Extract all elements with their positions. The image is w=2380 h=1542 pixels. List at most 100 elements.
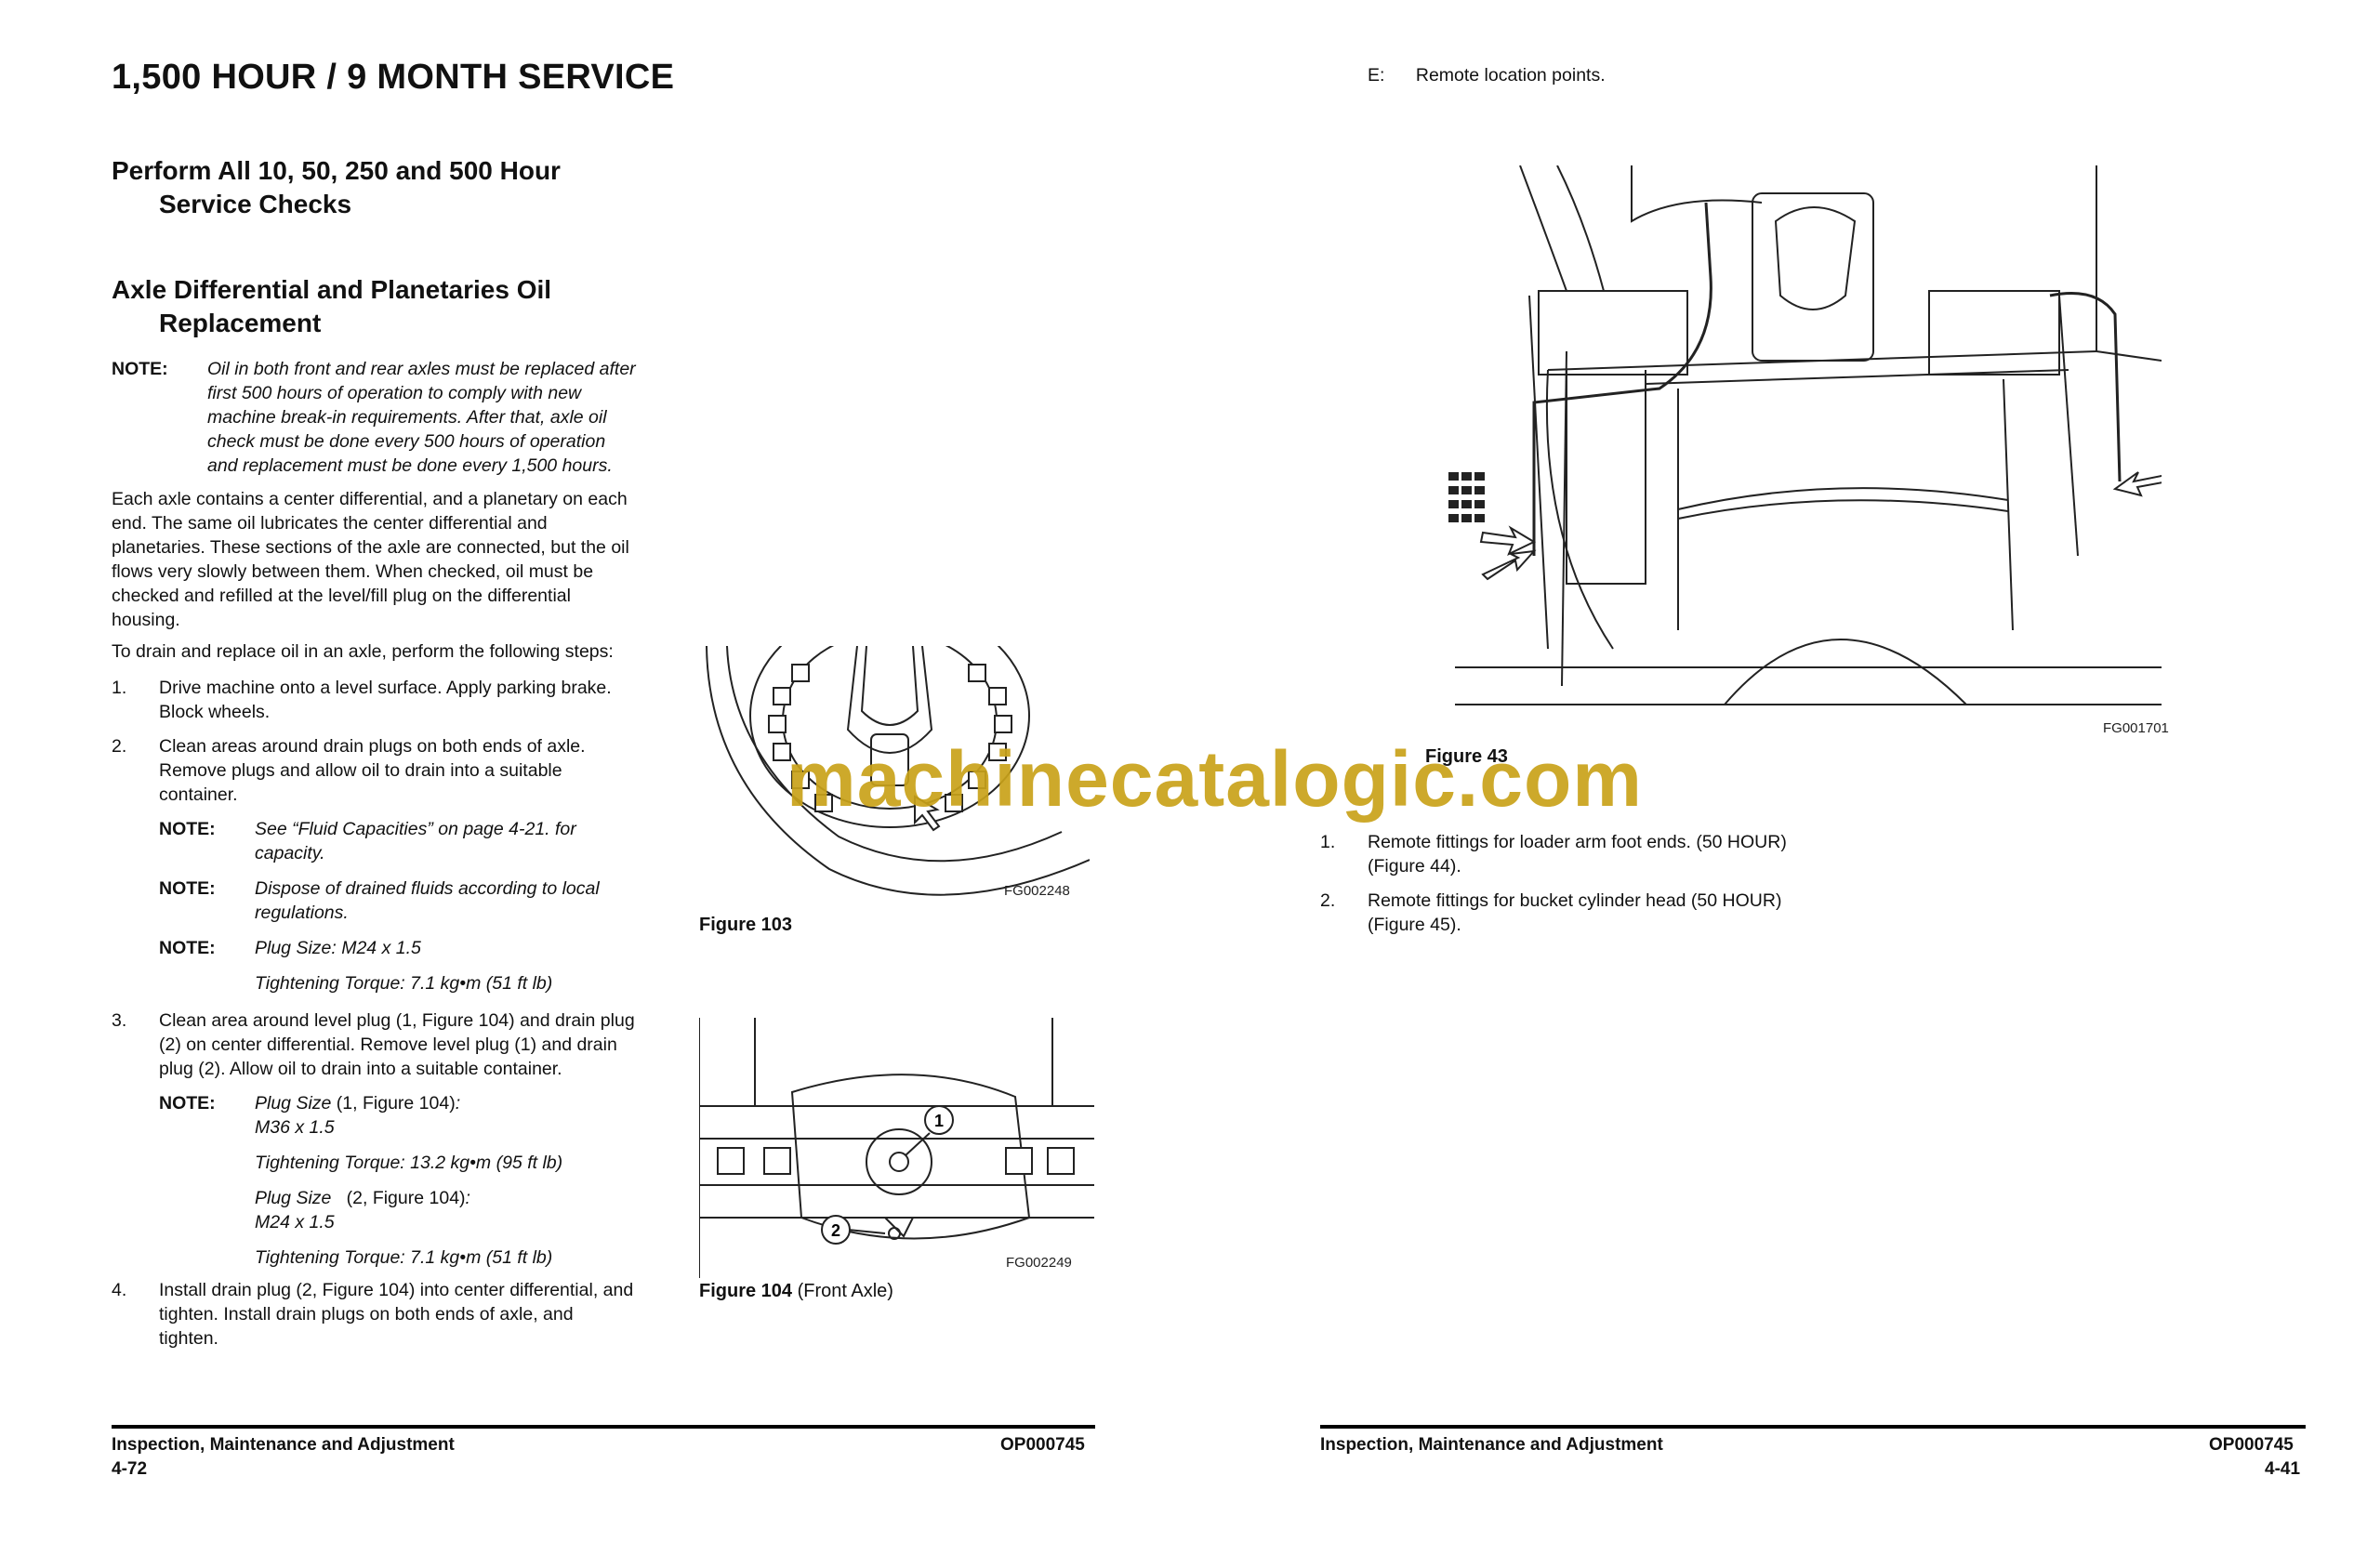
figure-caption: Figure 104 (Front Axle) <box>699 1281 893 1302</box>
footer-doc-code: OP000745 <box>1000 1435 1085 1455</box>
note-line: machine break-in requirements. After tha… <box>207 407 607 428</box>
plug-size-value: M36 x 1.5 <box>255 1117 335 1138</box>
footer-section-title: Inspection, Maintenance and Adjustment <box>112 1435 455 1455</box>
section-heading-service-checks: Perform All 10, 50, 250 and 500 Hour Ser… <box>112 154 561 221</box>
figure-caption-label: Figure 103 <box>699 915 793 935</box>
note-block: NOTE: Dispose of drained fluids accordin… <box>159 876 673 925</box>
figure-104-illustration: 1 2 <box>699 1018 1094 1278</box>
paragraph-line: housing. <box>112 610 180 630</box>
list-item-step-3: 3. Clean area around level plug (1, Figu… <box>112 1008 673 1081</box>
step-number: 2. <box>112 736 127 757</box>
paragraph-line: checked and refilled at the level/fill p… <box>112 586 571 606</box>
note-label: NOTE: <box>112 359 168 379</box>
figure-caption: Figure 43 <box>1425 746 1508 768</box>
step-line: tighten. <box>159 1328 218 1349</box>
figure-caption-label: Figure 104 <box>699 1281 793 1301</box>
note-line: Oil in both front and rear axles must be… <box>207 359 636 379</box>
item-text: Remote location points. <box>1415 65 1606 86</box>
section-heading-axle-oil: Axle Differential and Planetaries Oil Re… <box>112 273 551 340</box>
figure-code: FG002248 <box>1004 883 1070 899</box>
callout-1: 1 <box>934 1112 944 1130</box>
note-line: and replacement must be done every 1,500… <box>207 455 613 476</box>
list-line: (Figure 45). <box>1368 915 1461 935</box>
colon: : <box>465 1188 470 1208</box>
paragraph-axle-description: Each axle contains a center differential… <box>112 487 673 632</box>
watermark: machinecatalogic.com <box>787 735 1643 823</box>
note-block: NOTE: Plug Size: M24 x 1.5 <box>159 936 673 960</box>
figure-code: FG001701 <box>2103 720 2169 736</box>
step-line: Block wheels. <box>159 702 271 722</box>
plug-size-label: Plug Size <box>255 1093 332 1114</box>
step-number: 3. <box>112 1010 127 1031</box>
plug-size-label: Plug Size <box>255 1188 332 1208</box>
section-heading-line: Replacement <box>159 309 322 337</box>
step-line: Clean areas around drain plugs on both e… <box>159 736 586 757</box>
note-line: Plug Size: M24 x 1.5 <box>255 938 421 958</box>
step-line: (2) on center differential. Remove level… <box>159 1035 617 1055</box>
note-line: capacity. <box>255 843 325 863</box>
section-heading-line: Service Checks <box>159 190 352 218</box>
figure-caption: Figure 103 <box>699 915 792 936</box>
plug-ref: (1, Figure 104) <box>331 1093 456 1114</box>
callout-2: 2 <box>831 1221 840 1240</box>
figure-caption-text: (Front Axle) <box>792 1281 893 1301</box>
torque-spec: Tightening Torque: 7.1 kg•m (51 ft lb) <box>255 1247 553 1268</box>
paragraph-line: end. The same oil lubricates the center … <box>112 513 548 534</box>
footer-rule <box>112 1425 1095 1429</box>
step-line: Clean area around level plug (1, Figure … <box>159 1010 635 1031</box>
note-text: Oil in both front and rear axles must be… <box>207 357 673 478</box>
torque-spec: Tightening Torque: 7.1 kg•m (51 ft lb) <box>255 973 553 994</box>
colon: : <box>455 1093 461 1114</box>
note-block: NOTE: See “Fluid Capacities” on page 4-2… <box>159 817 673 865</box>
list-line: (Figure 44). <box>1368 856 1461 876</box>
page-number: 4-41 <box>2265 1459 2301 1479</box>
plug-ref: (2, Figure 104) <box>331 1188 466 1208</box>
list-item-remote-fittings-2: 2. Remote fittings for bucket cylinder h… <box>1320 889 1850 937</box>
footer-rule <box>1320 1425 2306 1429</box>
note-line: check must be done every 500 hours of op… <box>207 431 606 452</box>
step-number: 1. <box>1320 832 1336 852</box>
note-label: NOTE: <box>159 819 216 839</box>
note-label: NOTE: <box>159 878 216 899</box>
step-line: Drive machine onto a level surface. Appl… <box>159 678 612 698</box>
step-line: tighten. Install drain plugs on both end… <box>159 1304 574 1325</box>
figure-caption-label: Figure 43 <box>1425 746 1508 767</box>
step-line: container. <box>159 784 238 805</box>
paragraph-line: flows very slowly between them. When che… <box>112 561 594 582</box>
footer-doc-code: OP000745 <box>2209 1435 2294 1455</box>
list-item-e: E: Remote location points. <box>1368 63 1606 87</box>
paragraph-line: Each axle contains a center differential… <box>112 489 628 509</box>
list-line: Remote fittings for bucket cylinder head… <box>1368 890 1782 911</box>
figure-43-illustration <box>1448 165 2162 705</box>
figure-code: FG002249 <box>1006 1255 1072 1271</box>
step-number: 2. <box>1320 890 1336 911</box>
note-label: NOTE: <box>159 1093 216 1114</box>
list-item-remote-fittings-1: 1. Remote fittings for loader arm foot e… <box>1320 830 1850 878</box>
step-line: Install drain plug (2, Figure 104) into … <box>159 1280 634 1300</box>
list-item-step-1: 1. Drive machine onto a level surface. A… <box>112 676 673 724</box>
note-line: Plug Size (2, Figure 104): <box>255 1186 673 1210</box>
page-title: 1,500 HOUR / 9 MONTH SERVICE <box>112 58 675 97</box>
note-block: NOTE: Plug Size (1, Figure 104): M36 x 1… <box>159 1091 673 1270</box>
note-block: NOTE: Oil in both front and rear axles m… <box>112 357 673 478</box>
list-item-step-4: 4. Install drain plug (2, Figure 104) in… <box>112 1278 673 1351</box>
step-line: plug (2). Allow oil to drain into a suit… <box>159 1059 562 1079</box>
list-line: Remote fittings for loader arm foot ends… <box>1368 832 1787 852</box>
plug-size-value: M24 x 1.5 <box>255 1212 335 1232</box>
section-heading-line: Axle Differential and Planetaries Oil <box>112 275 552 304</box>
note-line: Dispose of drained fluids according to l… <box>255 878 600 899</box>
note-line: See “Fluid Capacities” on page 4-21. for <box>255 819 576 839</box>
note-line: regulations. <box>255 903 349 923</box>
note-label: NOTE: <box>159 938 216 958</box>
step-number: 1. <box>112 678 127 698</box>
footer-section-title: Inspection, Maintenance and Adjustment <box>1320 1435 1663 1455</box>
note-line: Plug Size (1, Figure 104): <box>255 1091 673 1115</box>
list-item-step-2: 2. Clean areas around drain plugs on bot… <box>112 734 673 807</box>
figure-103-illustration <box>706 646 1090 896</box>
paragraph-steps-intro: To drain and replace oil in an axle, per… <box>112 641 614 662</box>
note-line: first 500 hours of operation to comply w… <box>207 383 582 403</box>
torque-spec: Tightening Torque: 13.2 kg•m (95 ft lb) <box>255 1153 563 1173</box>
paragraph-line: planetaries. These sections of the axle … <box>112 537 629 558</box>
page-number: 4-72 <box>112 1459 148 1479</box>
item-label: E: <box>1368 65 1385 86</box>
